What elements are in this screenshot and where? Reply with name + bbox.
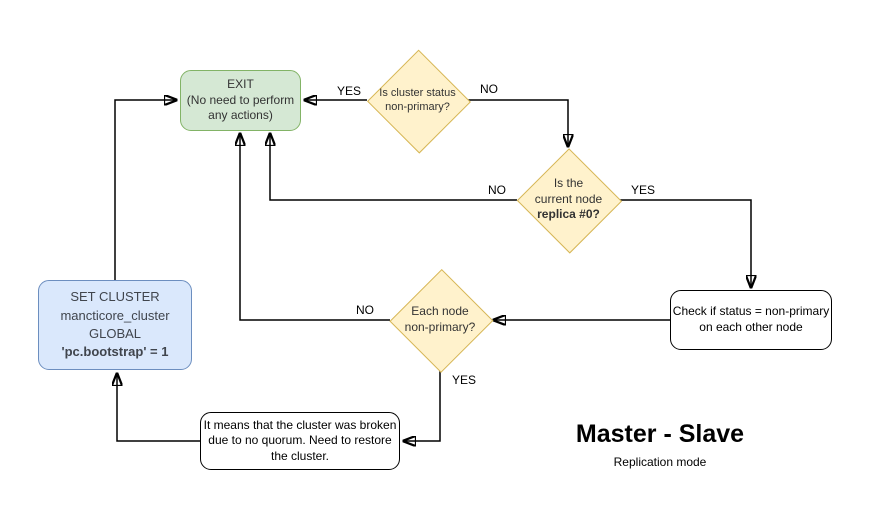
title-block: Master - Slave Replication mode	[540, 420, 780, 469]
check-status-node: Check if status = non-primary on each ot…	[670, 290, 832, 350]
set-cluster-node: SET CLUSTER mancticore_cluster GLOBAL 'p…	[38, 280, 192, 370]
exit-node: EXIT (No need to perform any actions)	[180, 70, 301, 131]
edge-label-current-node-no: NO	[488, 183, 506, 197]
broken-cluster-text: It means that the cluster was broken due…	[203, 417, 397, 463]
edge-set-cluster-to-exit	[114, 100, 176, 280]
cluster-status-diamond: Is cluster status non-primary?	[366, 49, 471, 153]
current-node-line3: replica #0?	[537, 207, 600, 222]
edge-broken-to-set-cluster	[117, 374, 200, 442]
edge-cluster-status-no	[468, 99, 568, 146]
set-cluster-line3: GLOBAL	[88, 326, 142, 341]
edge-each-node-no	[240, 134, 390, 321]
each-node-line2: non-primary?	[404, 319, 476, 334]
diagram-subtitle: Replication mode	[613, 454, 707, 469]
exit-node-subtext: (No need to perform any actions)	[186, 92, 295, 123]
edge-label-cluster-status-no: NO	[480, 82, 498, 96]
check-status-text: Check if status = non-primary on each ot…	[672, 304, 830, 334]
set-cluster-line1: SET CLUSTER	[70, 289, 160, 305]
set-cluster-line2: mancticore_cluster	[60, 307, 170, 323]
cluster-status-line1: Is cluster status	[379, 86, 456, 99]
current-node-line2: current node	[534, 191, 603, 206]
edge-label-each-node-yes: YES	[452, 373, 477, 387]
current-node-line1: Is the	[553, 176, 584, 191]
edge-label-current-node-yes: YES	[631, 183, 656, 197]
edge-current-node-no	[270, 134, 517, 201]
edge-label-each-node-no: NO	[356, 303, 374, 317]
broken-cluster-node: It means that the cluster was broken due…	[200, 412, 400, 470]
diagram-title: Master - Slave	[575, 420, 745, 448]
edge-current-node-yes	[620, 199, 751, 287]
cluster-status-line2: non-primary?	[385, 101, 450, 113]
set-cluster-line4: 'pc.bootstrap' = 1	[61, 344, 169, 360]
exit-node-title: EXIT	[227, 77, 254, 92]
each-node-diamond: Each node non-primary?	[389, 268, 493, 373]
edge-each-node-yes	[404, 370, 441, 441]
edge-label-cluster-status-yes: YES	[337, 84, 362, 98]
each-node-line1: Each node	[411, 303, 469, 318]
current-node-diamond: Is the current node replica #0?	[516, 147, 623, 254]
